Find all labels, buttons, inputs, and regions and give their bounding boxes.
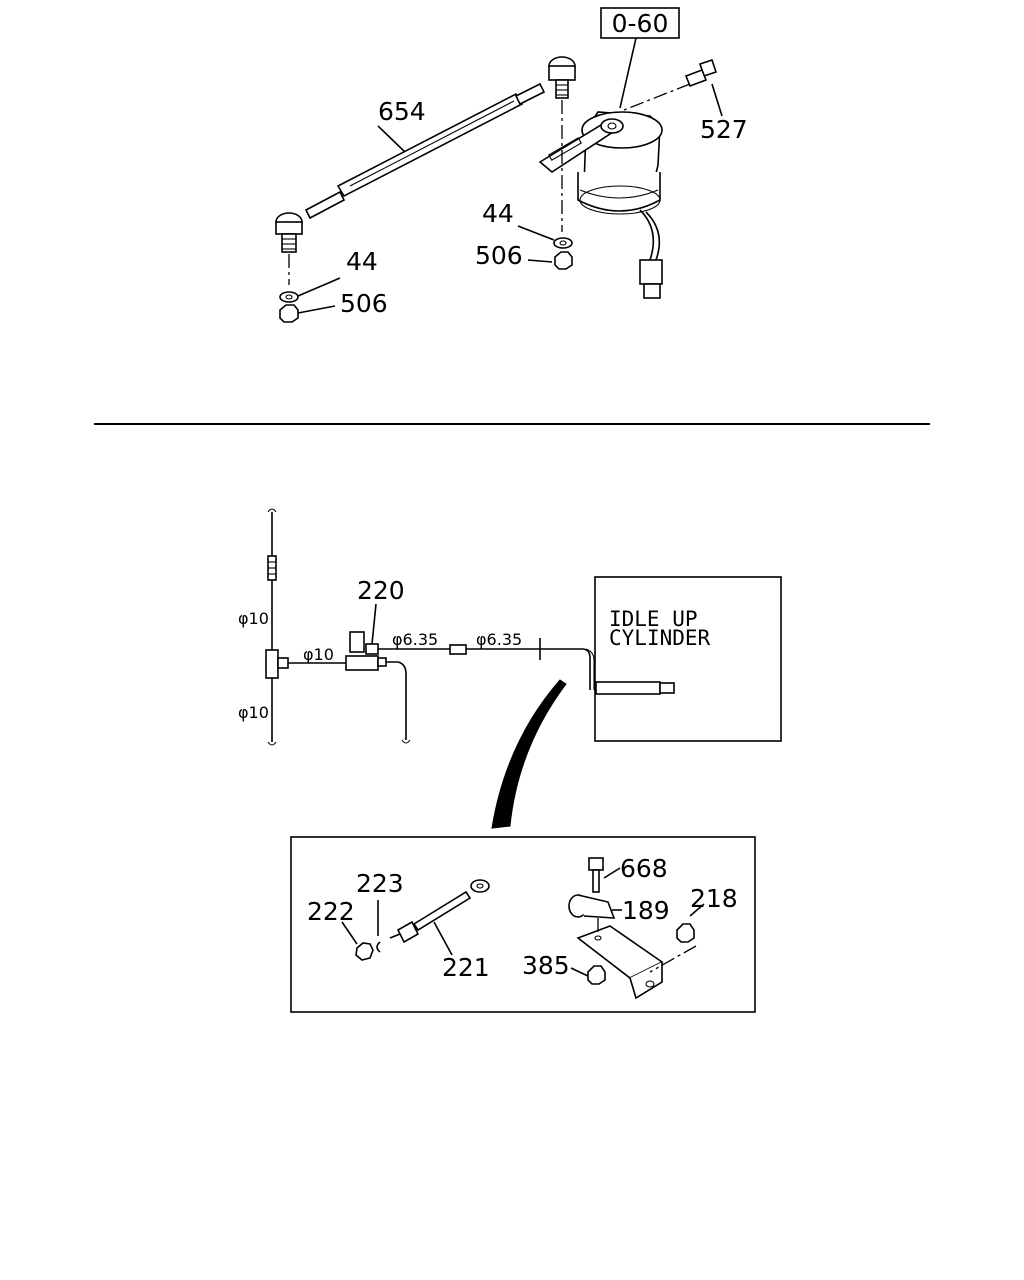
washer-left-icon [279,291,299,303]
detail-box [290,836,756,1013]
reference-code-box[interactable]: 0-60 [600,7,680,39]
nut-385-icon [587,965,606,985]
washer-left-part-number[interactable]: 44 [346,247,378,276]
clip-223-icon [376,941,381,953]
small-pipe-2-diameter: φ6.35 [476,630,522,649]
bolt-668-icon [588,857,604,893]
main-pipe-lower-diameter: φ10 [238,703,269,722]
pipe-joint [449,644,467,655]
idle-up-cylinder-box[interactable] [594,576,782,742]
reference-code-label: 0-60 [612,9,669,38]
branch-pipe-diameter: φ10 [303,645,334,664]
drain-hose [386,661,407,740]
nut-left-icon [279,304,299,323]
cylinder-label-line1: IDLE UP [609,607,698,631]
washer-right-icon [553,237,573,249]
nut-right-icon [554,251,573,270]
rod-assembly [275,56,576,253]
detail-callout-arrow [491,679,567,829]
rod-end-221-icon [389,879,490,944]
nut-222-icon [355,942,374,961]
nut-222-part-number[interactable]: 222 [307,897,355,926]
nut-218-icon [676,923,695,943]
bracket-icon [576,925,664,1000]
cylinder-rod [595,681,675,695]
bolt-668-part-number[interactable]: 668 [620,854,668,883]
clamp-part-number[interactable]: 189 [622,896,670,925]
rod-leader [377,125,406,153]
nut-218-part-number[interactable]: 218 [690,884,738,913]
valve-220[interactable] [345,631,387,671]
actuator-assembly [538,111,663,299]
main-pipe [265,508,289,746]
rod-end-part-number[interactable]: 221 [442,953,490,982]
bolt-527-icon [684,58,718,88]
cylinder-label-line2: CYLINDER [609,626,711,650]
ref-leader-line [619,37,637,109]
nut-right-part-number[interactable]: 506 [475,241,523,270]
main-pipe-upper-diameter: φ10 [238,609,269,628]
valve-part-number[interactable]: 220 [357,576,405,605]
nut-left-part-number[interactable]: 506 [340,289,388,318]
nut-385-part-number[interactable]: 385 [522,951,570,980]
clamp-189-icon [568,894,616,919]
clip-part-number[interactable]: 223 [356,869,404,898]
small-pipe-1-diameter: φ6.35 [392,630,438,649]
rod-part-number[interactable]: 654 [378,97,426,126]
washer-right-part-number[interactable]: 44 [482,199,514,228]
bolt-part-number[interactable]: 527 [700,115,748,144]
